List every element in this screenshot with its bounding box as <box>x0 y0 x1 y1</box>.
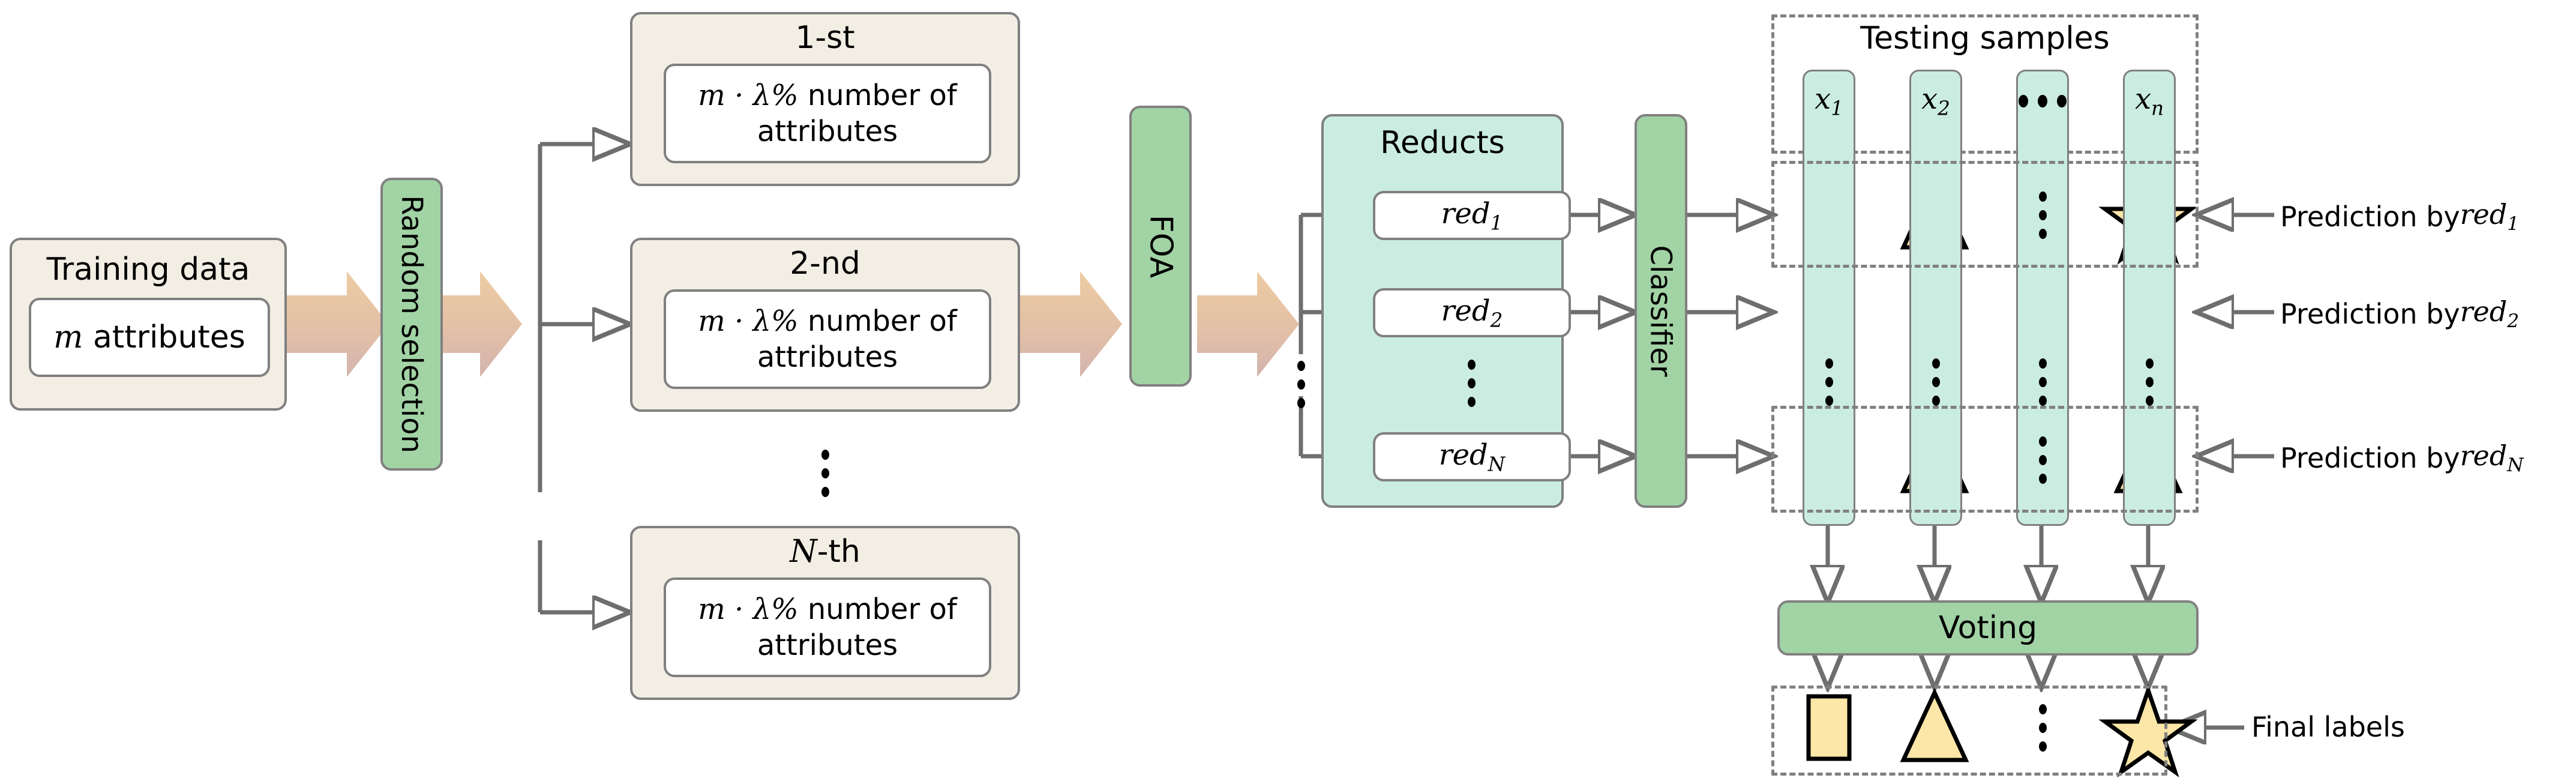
prediction-row-1 <box>1771 161 2199 268</box>
training-attributes-label: m attributes <box>53 319 245 355</box>
subset-ordinal-3: N-th <box>790 533 860 570</box>
foa-label: FOA <box>1142 214 1179 278</box>
subset-ellipsis <box>813 444 837 502</box>
subset-inner-2: m · λ% number of attributes <box>664 289 991 389</box>
subset-inner-1: m · λ% number of attributes <box>664 64 991 163</box>
prediction-label-3: Prediction by redN <box>2280 439 2524 477</box>
prediction-row-3 <box>1771 406 2199 513</box>
final-labels-label: Final labels <box>2251 711 2405 743</box>
foa-box: FOA <box>1129 106 1192 387</box>
random-selection-label: Random selection <box>395 195 429 453</box>
reduct-branch-ellipsis <box>1290 360 1312 408</box>
reduct-label-2: red2 <box>1441 294 1503 332</box>
training-data-title: Training data <box>46 251 250 288</box>
testing-column-x1 <box>1803 70 1855 526</box>
reduct-box-3[interactable]: redN <box>1373 432 1571 481</box>
training-data-box: Training data m attributes <box>10 238 287 411</box>
reduct-box-2[interactable]: red2 <box>1373 288 1571 337</box>
classifier-label: Classifier <box>1644 245 1678 377</box>
testing-column-header-x2: x2 <box>1921 82 1950 120</box>
testing-column-ellipsis <box>2016 70 2069 526</box>
voting-label: Voting <box>1938 609 2038 646</box>
subset-box-2: 2-nd m · λ% number of attributes <box>630 238 1020 412</box>
testing-cell-r2-c3-ellipsis <box>2032 358 2053 406</box>
classifier-box: Classifier <box>1635 114 1687 508</box>
testing-samples-title: Testing samples <box>1860 20 2110 56</box>
testing-cell-r2-c2-ellipsis <box>1925 358 1947 406</box>
final-cell-ellipsis <box>2032 704 2053 752</box>
subset-box-1: 1-st m · λ% number of attributes <box>630 12 1020 186</box>
testing-column-header-xn: xn <box>2134 82 2164 120</box>
subset-inner-label-2: m · λ% number of attributes <box>698 304 957 374</box>
prediction-label-2: Prediction by red2 <box>2280 295 2520 333</box>
final-labels-group <box>1771 686 2167 776</box>
shape-star <box>2098 684 2198 778</box>
testing-cell-r3-c3-ellipsis <box>2032 436 2053 484</box>
testing-cell-r2-c1-ellipsis <box>1818 358 1840 406</box>
reduct-label-1: red1 <box>1441 196 1503 235</box>
reduct-box-1[interactable]: red1 <box>1373 191 1571 240</box>
reducts-title: Reducts <box>1380 124 1505 161</box>
voting-box: Voting <box>1777 600 2199 656</box>
flow-block-arrow <box>287 271 1299 377</box>
reducts-ellipsis <box>1461 359 1482 407</box>
testing-cell-r1-c3-ellipsis <box>2032 191 2053 239</box>
testing-column-xn <box>2123 70 2176 526</box>
subset-ordinal-1: 1-st <box>795 19 855 56</box>
testing-column-header-x1: x1 <box>1815 82 1843 120</box>
subset-inner-3: m · λ% number of attributes <box>664 577 991 677</box>
testing-cell-r2-c4-ellipsis <box>2139 358 2160 406</box>
prediction-label-1: Prediction by red1 <box>2280 198 2520 235</box>
training-attributes-box: m attributes <box>29 298 270 377</box>
subset-ordinal-2: 2-nd <box>790 245 860 282</box>
subset-inner-label-3: m · λ% number of attributes <box>698 593 957 662</box>
shape-triangle <box>1900 687 1969 762</box>
testing-samples-group <box>1771 14 2199 154</box>
reduct-label-3: redN <box>1438 438 1506 476</box>
testing-column-x2 <box>1909 70 1962 526</box>
random-selection-box: Random selection <box>380 178 443 471</box>
subset-inner-label-1: m · λ% number of attributes <box>698 79 957 148</box>
shape-square <box>1806 694 1852 761</box>
testing-column-header-ellipsis <box>2016 76 2069 126</box>
subset-box-3: N-th m · λ% number of attributes <box>630 526 1020 700</box>
